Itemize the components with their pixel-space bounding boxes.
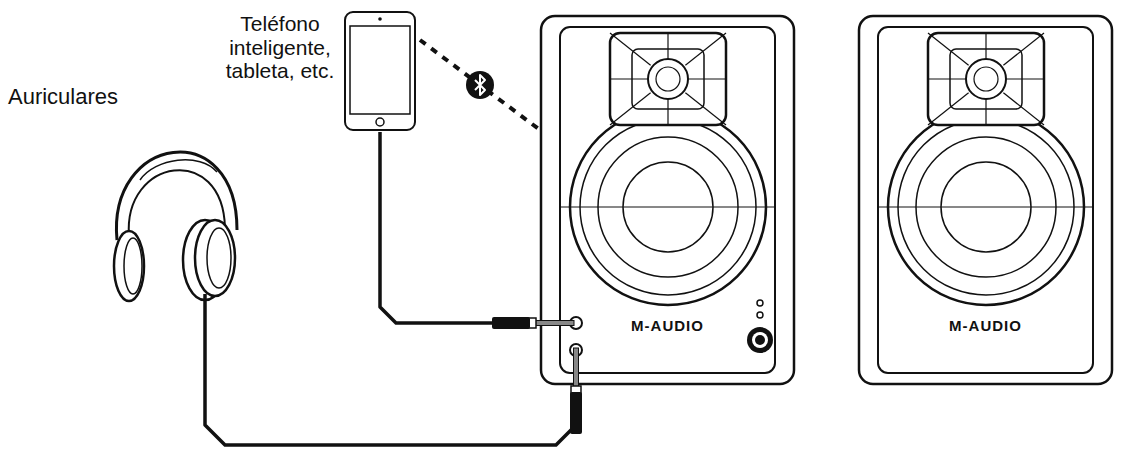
plug-body: [570, 392, 582, 434]
bluetooth-disc: [466, 71, 494, 99]
speaker-cabinet: [859, 16, 1112, 384]
brand-logo: M-AUDIO: [540, 318, 795, 335]
right-earcup-cap: [207, 228, 231, 288]
tweeter-spoke: [610, 78, 651, 79]
phone-body: [345, 12, 415, 130]
device-label: Teléfono inteligente, tableta, etc.: [215, 12, 345, 83]
woofer-ring: [570, 109, 766, 305]
tweeter-spoke: [685, 33, 726, 65]
tweeter-horn: [610, 33, 726, 125]
speaker-node: M-AUDIO: [858, 15, 1113, 385]
bluetooth-symbol: [466, 71, 494, 99]
aux-plug: [492, 317, 574, 329]
smartphone: [345, 12, 415, 130]
woofer-ring: [888, 109, 1084, 305]
speaker-band: [878, 207, 1093, 208]
plug-tip: [534, 321, 574, 326]
bluetooth-led: [757, 312, 763, 318]
speaker-cabinet: [541, 16, 794, 384]
right-earcup: [195, 220, 235, 296]
phone-screen: [350, 26, 410, 114]
left-earcup: [114, 231, 144, 301]
speaker-drawing: [492, 16, 794, 434]
tweeter-spoke: [610, 93, 651, 125]
power-led: [757, 300, 763, 306]
plug-tip: [574, 348, 579, 388]
tweeter-spoke: [1003, 33, 1044, 65]
headphone-cable-stub: [203, 294, 207, 302]
headphone-cable: [205, 302, 576, 445]
headphone-plug: [570, 348, 582, 434]
tweeter-dome-inner: [974, 67, 998, 91]
bluetooth-link: [420, 40, 540, 130]
device-label: Auriculares: [8, 85, 208, 110]
tweeter-spoke: [1003, 93, 1044, 125]
headphones-node: Auriculares: [5, 80, 240, 302]
phone-button: [376, 118, 384, 126]
speaker-band: [560, 207, 775, 208]
woofer-line: [570, 207, 766, 208]
tweeter-spoke: [928, 78, 969, 79]
tweeter-horn: [928, 33, 1044, 125]
tweeter-spoke: [685, 78, 726, 79]
tweeter-spoke: [1003, 78, 1044, 79]
headphones-drawing: [114, 152, 237, 302]
tweeter-spoke: [928, 33, 969, 65]
left-earcup-rim: [124, 238, 142, 294]
aux-cable: [380, 132, 540, 323]
tweeter-spoke: [610, 33, 651, 65]
phone-node: Teléfono inteligente, tableta, etc.: [215, 8, 420, 132]
tweeter-spoke: [685, 93, 726, 125]
tweeter-dome-inner: [656, 67, 680, 91]
plug-body: [492, 317, 530, 329]
tweeter-dome: [648, 59, 688, 99]
headband-pad: [140, 160, 217, 180]
speaker-node: M-AUDIO: [540, 15, 795, 385]
node-outline: [5, 80, 240, 302]
tweeter: [928, 33, 1044, 125]
volume-knob: [747, 327, 773, 353]
woofer-line: [888, 207, 1084, 208]
tweeter-dome: [966, 59, 1006, 99]
speaker-drawing: [859, 16, 1112, 384]
brand-logo: M-AUDIO: [858, 318, 1113, 335]
tweeter: [610, 33, 726, 125]
volume-knob-face: [752, 332, 768, 348]
volume-knob-cap: [755, 335, 765, 345]
tweeter-spoke: [928, 93, 969, 125]
bluetooth-rune: [475, 75, 485, 95]
phone-earpiece: [378, 17, 382, 21]
